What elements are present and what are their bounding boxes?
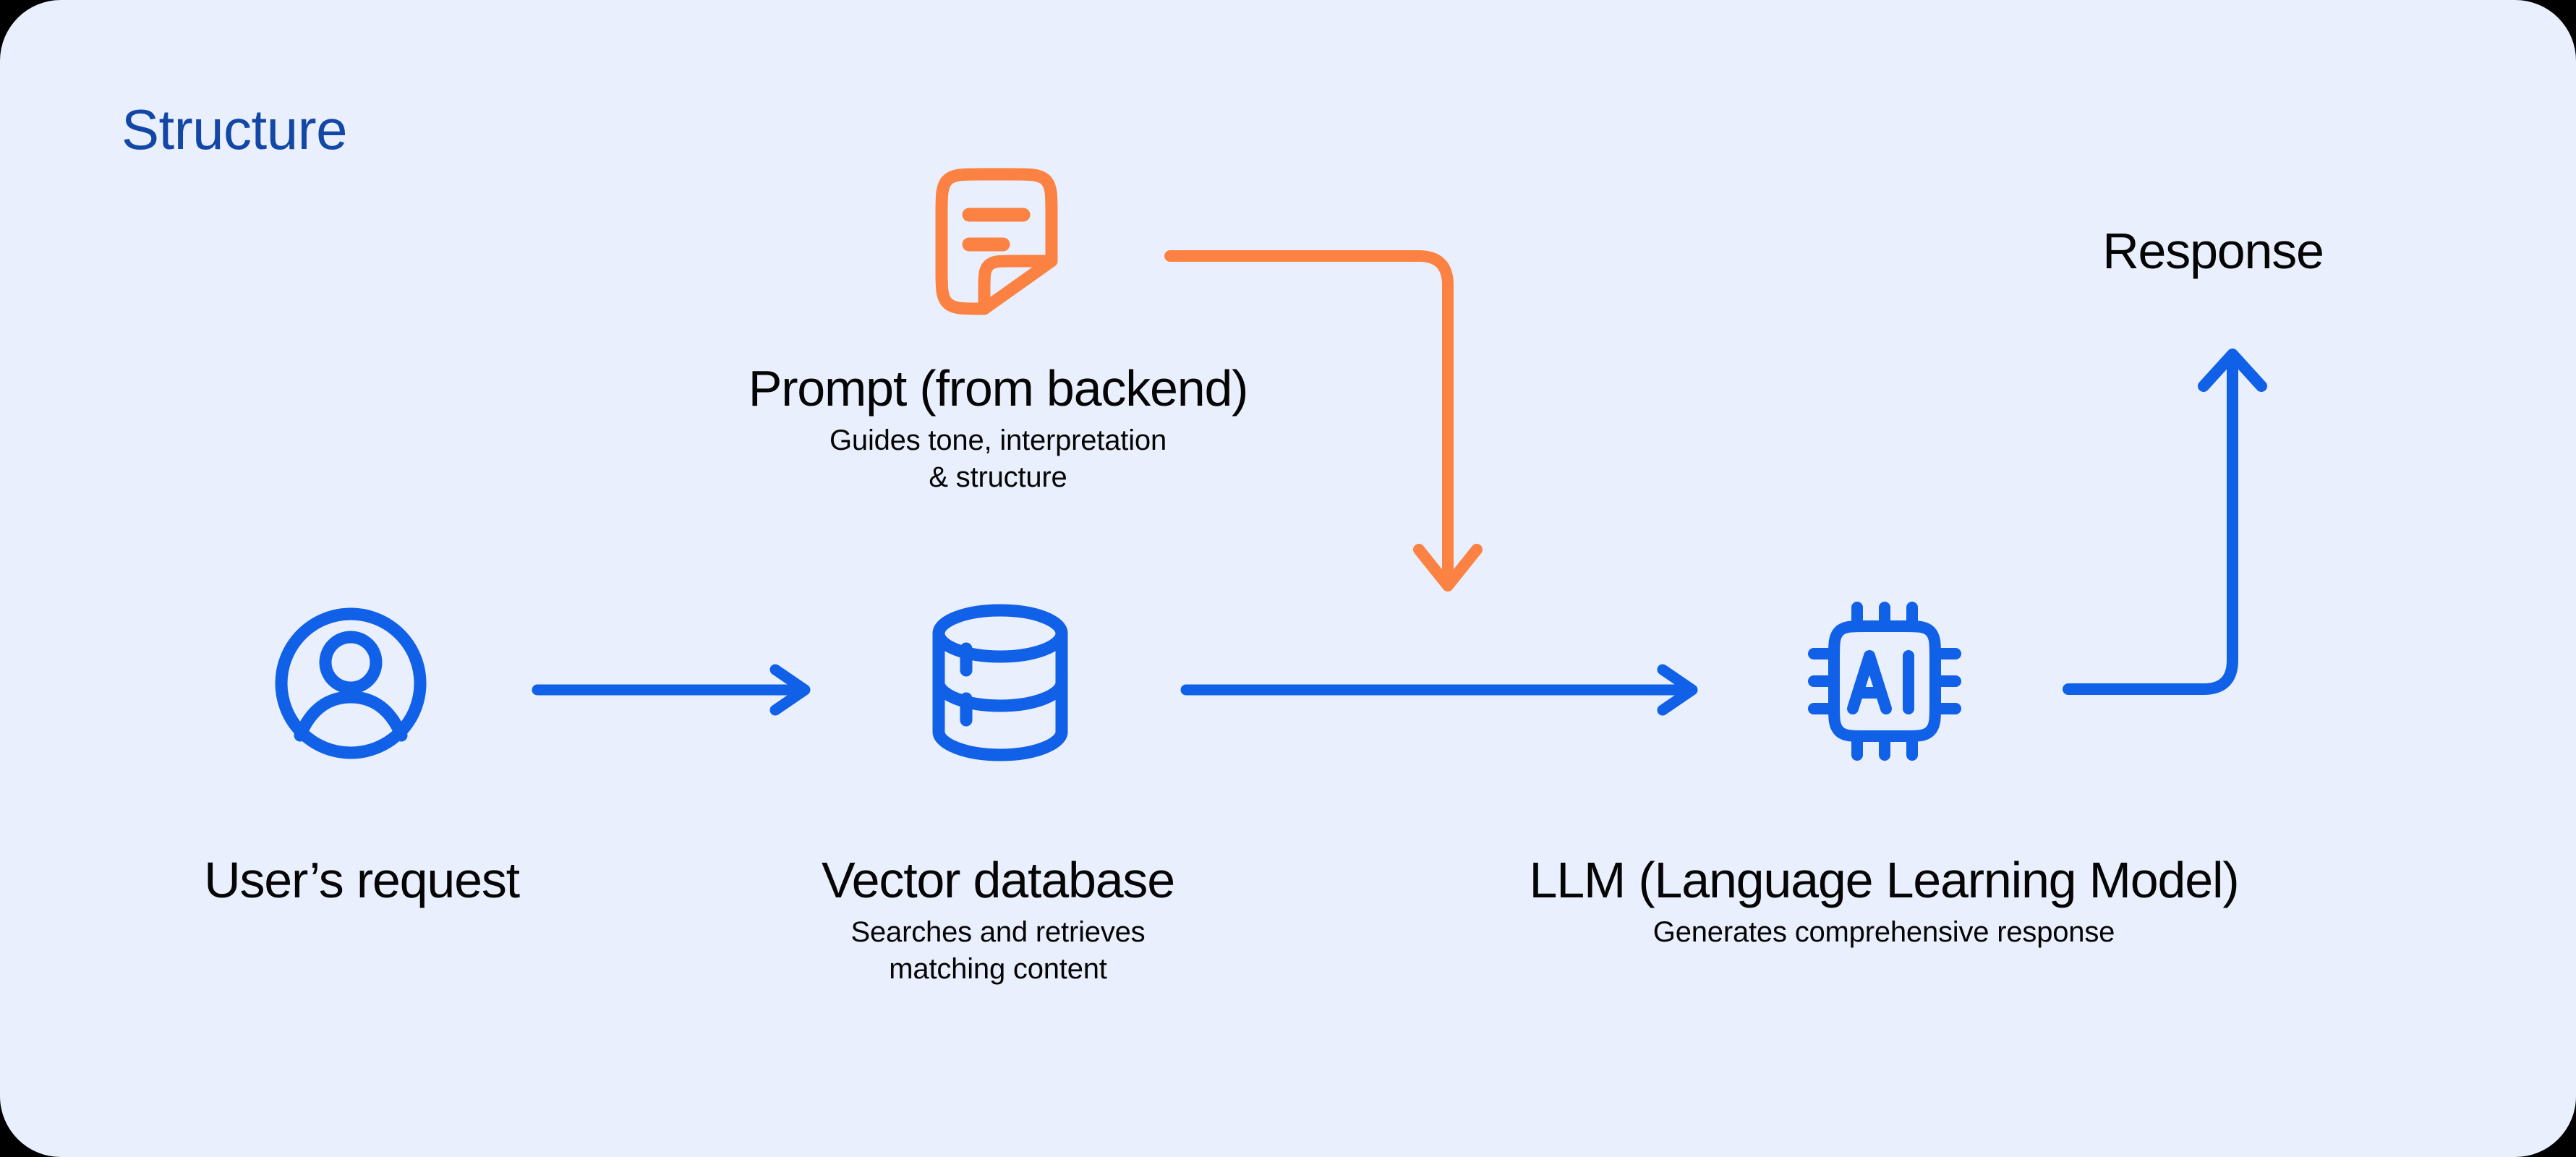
user-avatar-icon xyxy=(275,607,427,759)
prompt-subtitle-line1: Guides tone, interpretation xyxy=(829,424,1167,457)
prompt-title: Prompt (from backend) xyxy=(748,360,1249,417)
vectordb-node-label: Vector database Searches and retrieves m… xyxy=(658,853,1338,989)
vectordb-to-llm-arrow xyxy=(1180,664,1701,716)
vectordb-subtitle-line1: Searches and retrieves xyxy=(850,916,1146,949)
llm-subtitle-line1: Generates comprehensive response xyxy=(1652,916,2115,949)
llm-to-response-arrow xyxy=(2061,347,2307,709)
response-title: Response xyxy=(2102,223,2324,279)
prompt-subtitle-line2: & structure xyxy=(929,461,1067,494)
vectordb-title: Vector database xyxy=(822,852,1175,908)
prompt-node-label: Prompt (from backend) Guides tone, inter… xyxy=(492,362,1504,497)
llm-title: LLM (Language Learning Model) xyxy=(1529,852,2240,908)
llm-node-label: LLM (Language Learning Model) Generates … xyxy=(1331,853,2437,951)
user-node-label: User’s request xyxy=(36,853,687,907)
database-icon xyxy=(931,604,1069,761)
page-title: Structure xyxy=(121,98,347,161)
user-title: User’s request xyxy=(204,852,520,908)
vectordb-subtitle-line2: matching content xyxy=(889,953,1107,986)
ai-chip-icon xyxy=(1807,600,1963,762)
user-to-vectordb-arrow xyxy=(532,664,814,716)
prompt-to-llm-arrow xyxy=(1164,239,1511,615)
note-document-icon xyxy=(933,168,1060,315)
response-node-label: Response xyxy=(1938,224,2488,278)
